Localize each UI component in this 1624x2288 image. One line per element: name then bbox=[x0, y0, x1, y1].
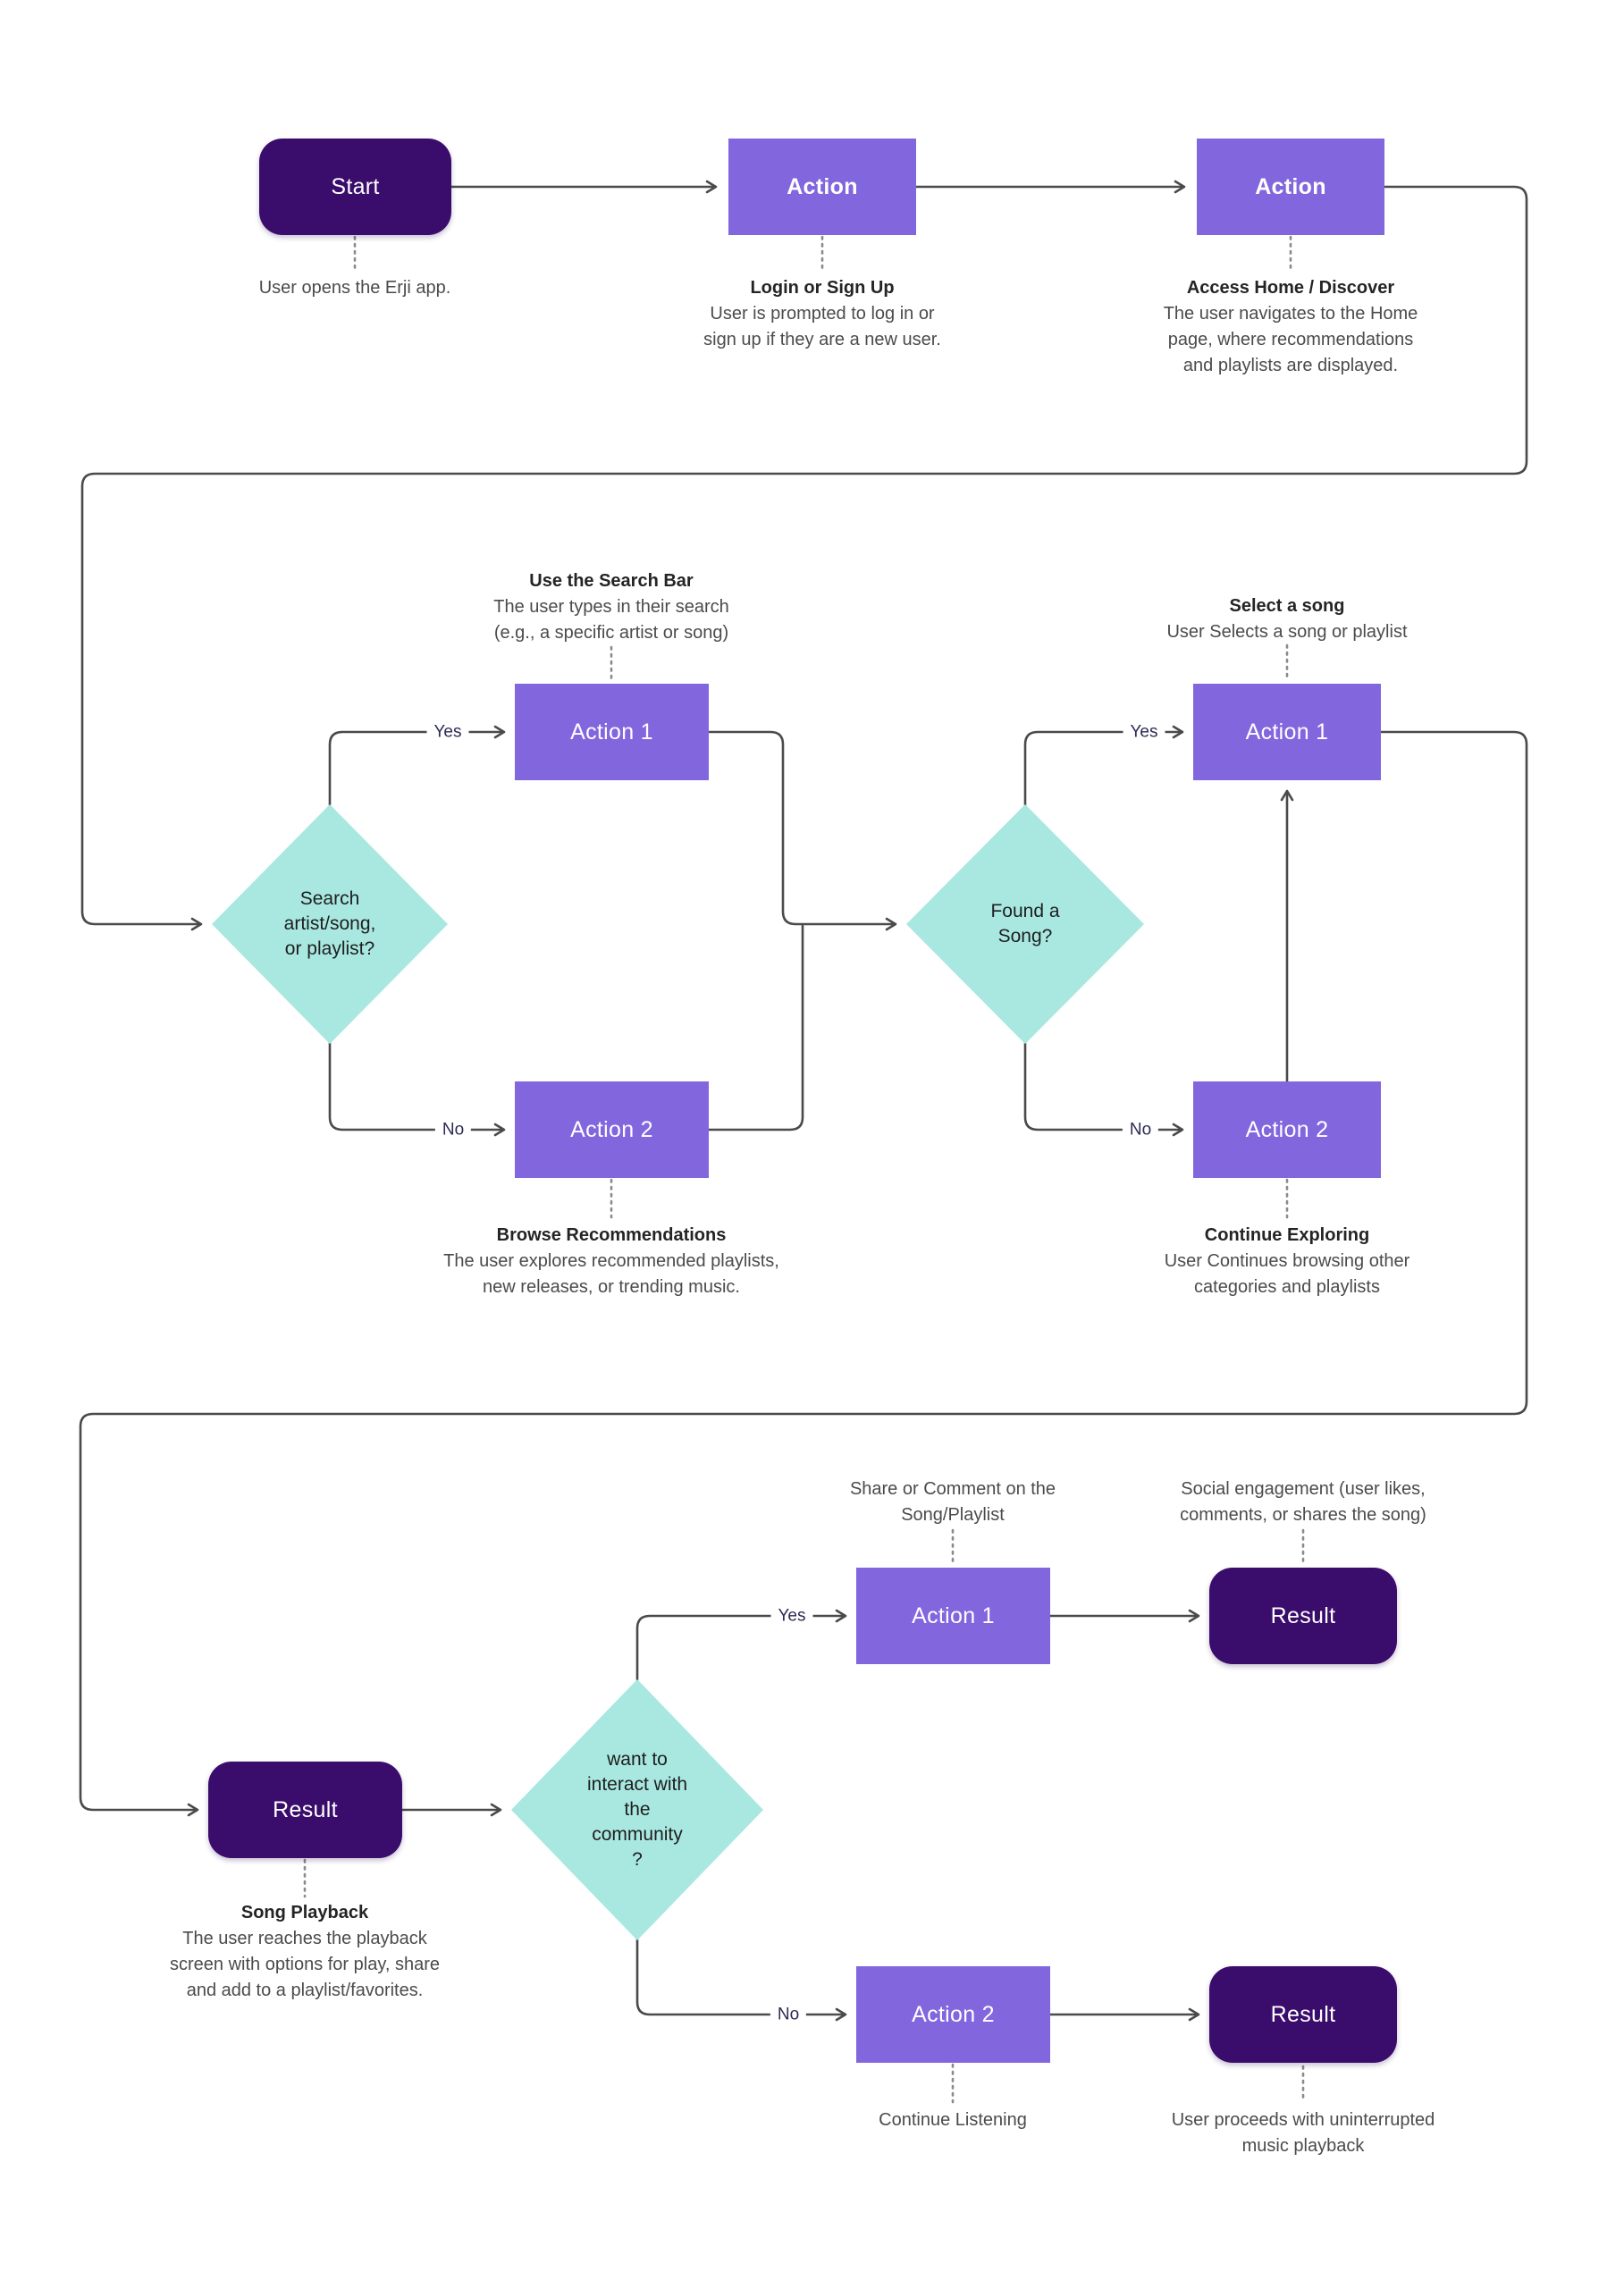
node-action-browse-recommendations: Action 2 bbox=[515, 1081, 709, 1178]
decision-interact-shape bbox=[511, 1679, 763, 1940]
node-action-select-song: Action 1 bbox=[1193, 684, 1381, 780]
edge-browse-join bbox=[707, 924, 804, 1131]
node-action-use-search-bar: Action 1 bbox=[515, 684, 709, 780]
node-action-browse-recommendations-label: Action 2 bbox=[570, 1116, 653, 1142]
node-action-share-comment-label: Action 1 bbox=[912, 1602, 995, 1628]
edge-label-search-no: No bbox=[434, 1119, 472, 1140]
decision-interact-label: want to interact with the community ? bbox=[586, 1749, 688, 1870]
node-action-continue-listening: Action 2 bbox=[856, 1966, 1050, 2063]
decision-search-shape bbox=[212, 804, 448, 1044]
edge-label-search-yes: Yes bbox=[426, 721, 469, 743]
decision-search-label: Search artist/song, or playlist? bbox=[283, 888, 376, 959]
caption-share-comment: Share or Comment on the Song/Playlist bbox=[849, 1479, 1056, 1525]
node-action-continue-exploring: Action 2 bbox=[1193, 1081, 1381, 1178]
node-action-access-home: Action bbox=[1197, 139, 1384, 235]
caption-login-sign-up: Login or Sign Up User is prompted to log… bbox=[703, 278, 941, 349]
edge-label-interact-yes: Yes bbox=[770, 1605, 813, 1627]
edge-interact-yes bbox=[635, 1609, 847, 1682]
node-result-social-engagement: Result bbox=[1209, 1568, 1397, 1664]
caption-browse-recommendations: Browse Recommendations The user explores… bbox=[443, 1225, 779, 1297]
caption-access-home: Access Home / Discover The user navigate… bbox=[1163, 278, 1418, 375]
edge-label-found-yes: Yes bbox=[1123, 721, 1165, 743]
node-action-continue-exploring-label: Action 2 bbox=[1245, 1116, 1329, 1142]
edge-search-yes bbox=[328, 725, 506, 807]
edge-label-found-no: No bbox=[1122, 1119, 1159, 1140]
node-result-uninterrupted-playback: Result bbox=[1209, 1966, 1397, 2063]
edge-interact-no bbox=[635, 1938, 847, 2022]
caption-use-search-bar: Use the Search Bar The user types in the… bbox=[493, 571, 729, 643]
caption-continue-listening: Continue Listening bbox=[879, 2110, 1027, 2130]
edge-found-yes bbox=[1023, 725, 1184, 807]
node-action-share-comment: Action 1 bbox=[856, 1568, 1050, 1664]
node-result-social-engagement-label: Result bbox=[1270, 1602, 1336, 1628]
node-start: Start bbox=[259, 139, 451, 235]
edge-home-to-search-decision bbox=[80, 185, 1528, 931]
node-action-select-song-label: Action 1 bbox=[1245, 719, 1329, 744]
node-result-uninterrupted-playback-label: Result bbox=[1270, 2001, 1336, 2027]
edge-select-to-playback-result bbox=[79, 730, 1528, 1817]
decision-found-song-label: Found a Song? bbox=[990, 901, 1060, 946]
node-action-use-search-bar-label: Action 1 bbox=[570, 719, 653, 744]
node-action-continue-listening-label: Action 2 bbox=[912, 2001, 995, 2027]
caption-uninterrupted-playback: User proceeds with uninterrupted music p… bbox=[1171, 2110, 1435, 2156]
caption-social-engagement: Social engagement (user likes, comments,… bbox=[1180, 1479, 1426, 1525]
caption-open-app: User opens the Erji app. bbox=[258, 278, 451, 298]
caption-select-song: Select a song User Selects a song or pla… bbox=[1166, 596, 1408, 642]
caption-continue-exploring: Continue Exploring User Continues browsi… bbox=[1164, 1225, 1410, 1297]
node-result-song-playback: Result bbox=[208, 1762, 402, 1858]
edge-label-interact-no: No bbox=[770, 2004, 807, 2025]
node-action-login-label: Action bbox=[787, 173, 858, 199]
node-action-access-home-label: Action bbox=[1255, 173, 1326, 199]
node-start-label: Start bbox=[331, 173, 380, 199]
node-action-login: Action bbox=[728, 139, 916, 235]
caption-song-playback: Song Playback The user reaches the playb… bbox=[169, 1903, 441, 2000]
decision-found-song-shape bbox=[906, 804, 1144, 1044]
node-result-song-playback-label: Result bbox=[273, 1796, 338, 1822]
edge-searchbar-to-found-decision bbox=[707, 730, 897, 931]
edge-found-no bbox=[1023, 1041, 1184, 1137]
edge-search-no bbox=[328, 1041, 506, 1137]
